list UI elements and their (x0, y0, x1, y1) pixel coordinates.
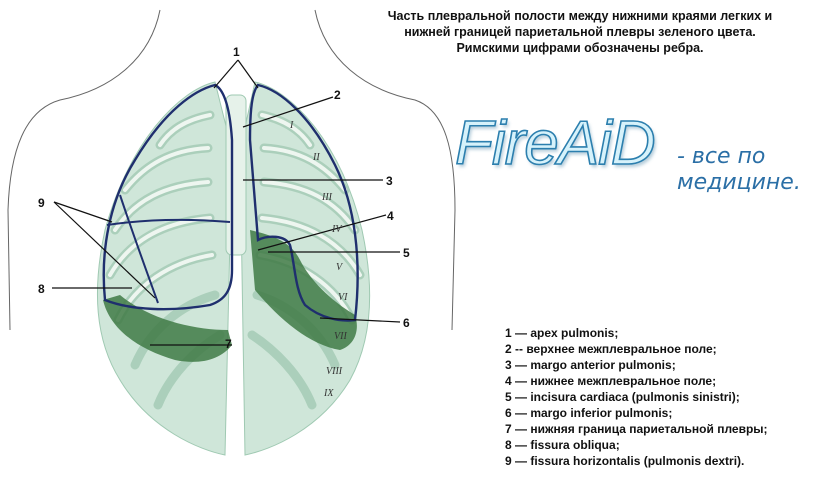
rib-label-1: I (289, 120, 294, 131)
logo-tagline: - все по медицине. (677, 144, 801, 196)
legend-item-8: 8 — fissura obliqua; (505, 437, 768, 453)
rib-label-9: IX (323, 388, 334, 399)
label-7: 7 (225, 337, 232, 351)
label-5: 5 (403, 246, 410, 260)
rib-label-7: VII (334, 331, 347, 342)
legend-item-7: 7 — нижняя граница париетальной плевры; (505, 421, 768, 437)
legend-item-1: 1 — apex pulmonis; (505, 325, 768, 341)
site-logo: FireAiD - все по медицине. (455, 108, 830, 208)
figure-caption: Часть плевральной полости между нижними … (330, 8, 830, 56)
label-8: 8 (38, 282, 45, 296)
label-1: 1 (233, 45, 240, 59)
rib-label-3: III (321, 192, 333, 203)
legend-item-5: 5 — incisura cardiaca (pulmonis sinistri… (505, 389, 768, 405)
logo-tagline-line-1: - все по (677, 144, 801, 170)
legend-item-3: 3 — margo anterior pulmonis; (505, 357, 768, 373)
rib-label-2: II (312, 152, 320, 163)
label-2: 2 (334, 88, 341, 102)
legend-item-6: 6 — margo inferior pulmonis; (505, 405, 768, 421)
legend-item-9: 9 — fissura horizontalis (pulmonis dextr… (505, 453, 768, 469)
label-9: 9 (38, 196, 45, 210)
legend: 1 — apex pulmonis; 2 -- верхнее межплевр… (505, 325, 768, 469)
rib-label-8: VIII (326, 366, 343, 377)
logo-wordmark: FireAiD (455, 108, 655, 179)
caption-line-1: Часть плевральной полости между нижними … (330, 8, 830, 24)
label-6: 6 (403, 316, 410, 330)
label-3: 3 (386, 174, 393, 188)
logo-tagline-line-2: медицине. (677, 170, 801, 196)
rib-label-6: VI (338, 292, 348, 303)
caption-line-3: Римскими цифрами обозначены ребра. (330, 40, 830, 56)
caption-line-2: нижней границей париетальной плевры зеле… (330, 24, 830, 40)
legend-item-2: 2 -- верхнее межплевральное поле; (505, 341, 768, 357)
label-4: 4 (387, 209, 394, 223)
legend-item-4: 4 — нижнее межплевральное поле; (505, 373, 768, 389)
